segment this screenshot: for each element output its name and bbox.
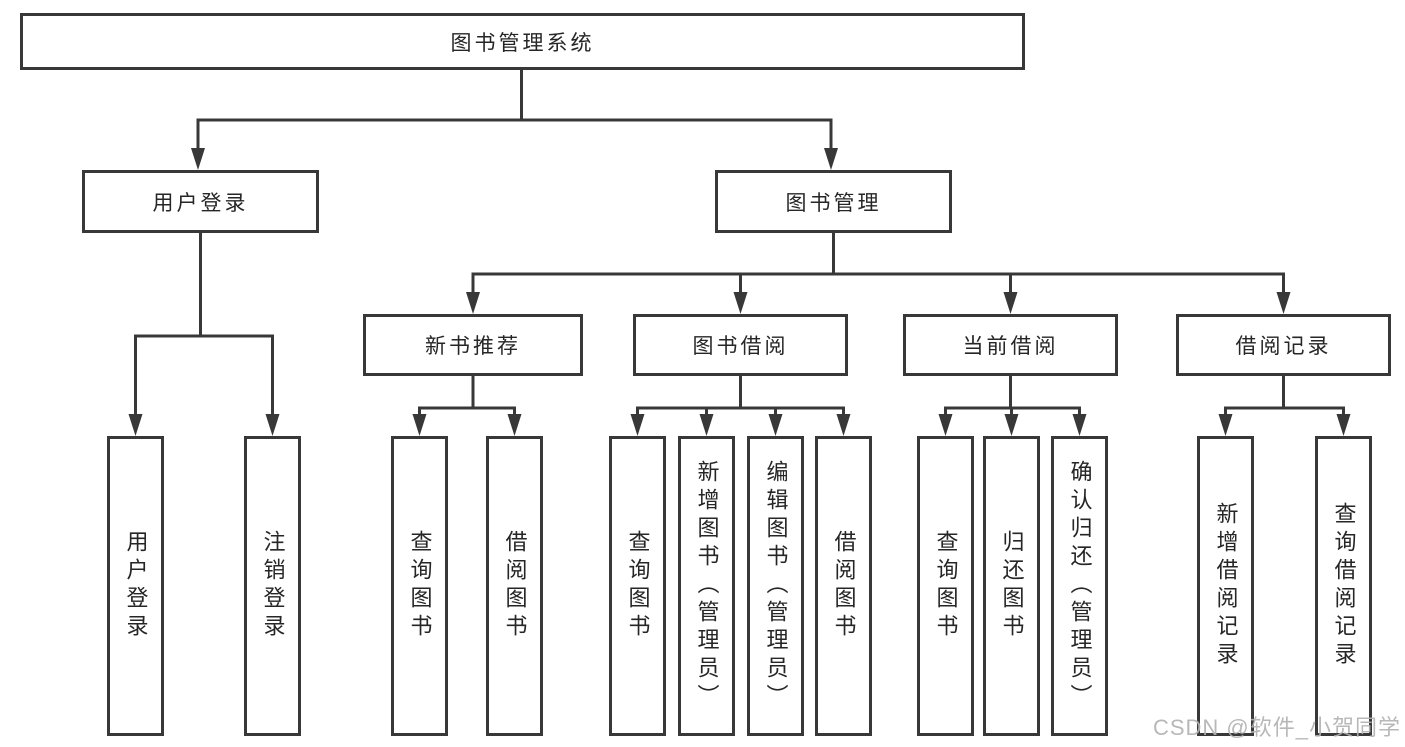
arrow-down-icon [733,292,748,314]
leaf-label: 查询图书 [933,530,959,642]
leaf-label: 借阅图书 [831,530,857,642]
arrowheads [128,148,1351,436]
node-label: 当前借阅 [962,335,1059,358]
node-current-borrowing: 当前借阅 [903,314,1118,376]
arrow-down-icon [1336,414,1351,436]
connector-line [196,70,833,151]
node-label: 新书推荐 [425,335,521,358]
connector-lines [134,70,1345,417]
leaf-query-books: 查询图书 [391,436,448,736]
arrow-down-icon [265,414,280,436]
leaf-label: 归还图书 [999,530,1025,642]
leaf-label: 查询借阅记录 [1331,502,1357,670]
leaf-add-book-admin: 新增图书（管理员） [678,436,735,736]
arrow-down-icon [191,148,205,170]
arrow-down-icon [507,414,522,436]
connector-line [134,233,274,417]
leaf-label: 确认归还（管理员） [1067,460,1093,712]
connector-line [636,376,845,417]
leaf-logout: 注销登录 [244,436,301,736]
leaf-label: 注销登录 [260,530,286,642]
arrow-down-icon [1004,414,1019,436]
leaf-return-books: 归还图书 [983,436,1040,736]
leaf-borrow-books: 借阅图书 [486,436,543,736]
leaf-label: 编辑图书（管理员） [763,460,789,712]
arrow-down-icon [1218,414,1233,436]
node-label: 图书借阅 [692,335,789,358]
leaf-label: 查询图书 [625,530,651,642]
connector-line [944,376,1081,417]
arrow-down-icon [699,414,714,436]
node-library-system-root: 图书管理系统 [20,13,1025,70]
leaf-label: 用户登录 [123,530,149,642]
arrow-down-icon [1003,292,1018,314]
arrow-down-icon [466,292,480,314]
leaf-user-login: 用户登录 [107,436,164,736]
leaf-edit-book-admin: 编辑图书（管理员） [747,436,804,736]
leaf-query-borrow-record: 查询借阅记录 [1315,436,1372,736]
leaf-label: 查询图书 [407,530,433,642]
arrow-down-icon [412,414,427,436]
node-label: 图书管理 [785,191,882,215]
node-user-login: 用户登录 [82,170,319,233]
connector-line [471,233,1285,295]
node-book-borrowing: 图书借阅 [633,314,848,376]
connector-line [1224,376,1345,417]
arrow-down-icon [630,414,645,436]
leaf-add-borrow-record: 新增借阅记录 [1197,436,1254,736]
leaf-query-books: 查询图书 [609,436,666,736]
leaf-label: 新增借阅记录 [1213,502,1239,670]
arrow-down-icon [128,414,143,436]
node-new-book-recommendation: 新书推荐 [363,314,583,376]
leaf-label: 借阅图书 [502,530,528,642]
arrow-down-icon [1276,292,1291,314]
arrow-down-icon [938,414,953,436]
node-label: 图书管理系统 [450,31,595,55]
node-label: 用户登录 [152,191,249,215]
csdn-watermark: CSDN @软件_小贺同学 [1152,715,1401,740]
arrow-down-icon [824,148,838,170]
arrow-down-icon [768,414,783,436]
arrow-down-icon [1072,414,1087,436]
node-borrowing-records: 借阅记录 [1176,314,1391,376]
leaf-confirm-return-admin: 确认归还（管理员） [1051,436,1108,736]
leaf-query-books: 查询图书 [917,436,974,736]
arrow-down-icon [836,414,851,436]
node-label: 借阅记录 [1235,335,1332,358]
leaf-label: 新增图书（管理员） [694,460,720,712]
node-book-management: 图书管理 [715,170,952,233]
connector-line [418,376,516,417]
leaf-borrow-books: 借阅图书 [815,436,872,736]
